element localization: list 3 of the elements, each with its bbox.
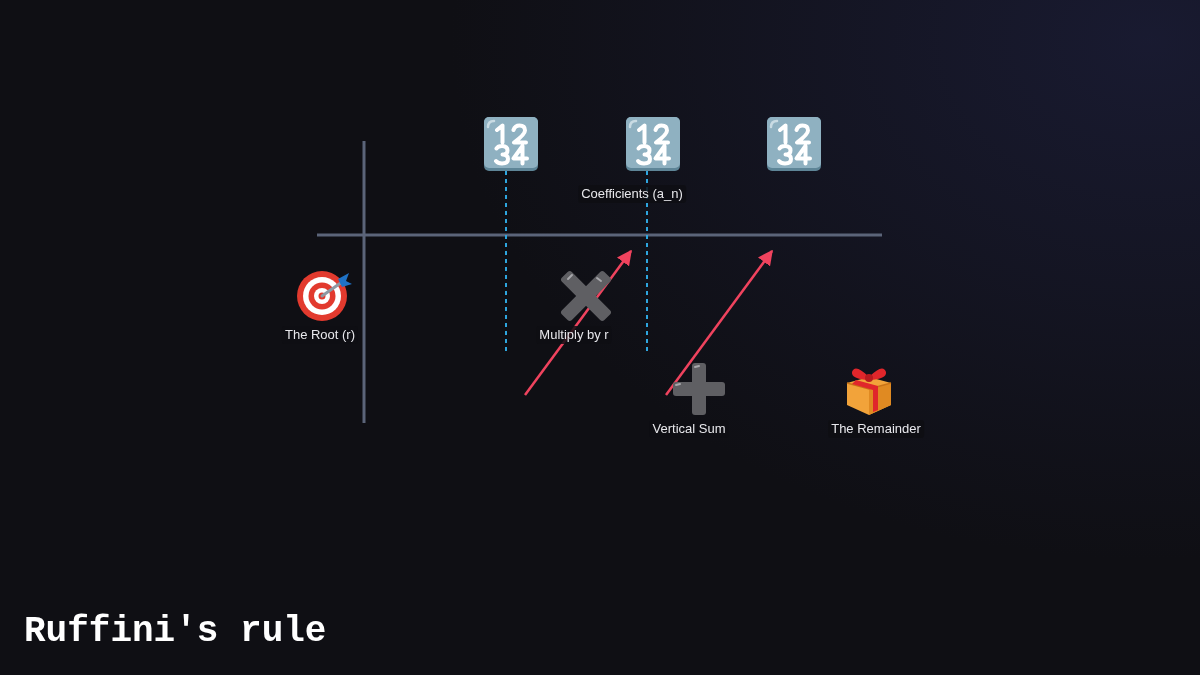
- title: Ruffini's rule: [24, 610, 327, 654]
- icon-caption: Coefficients (a_n): [578, 185, 686, 203]
- icon-caption: The Remainder: [828, 420, 924, 438]
